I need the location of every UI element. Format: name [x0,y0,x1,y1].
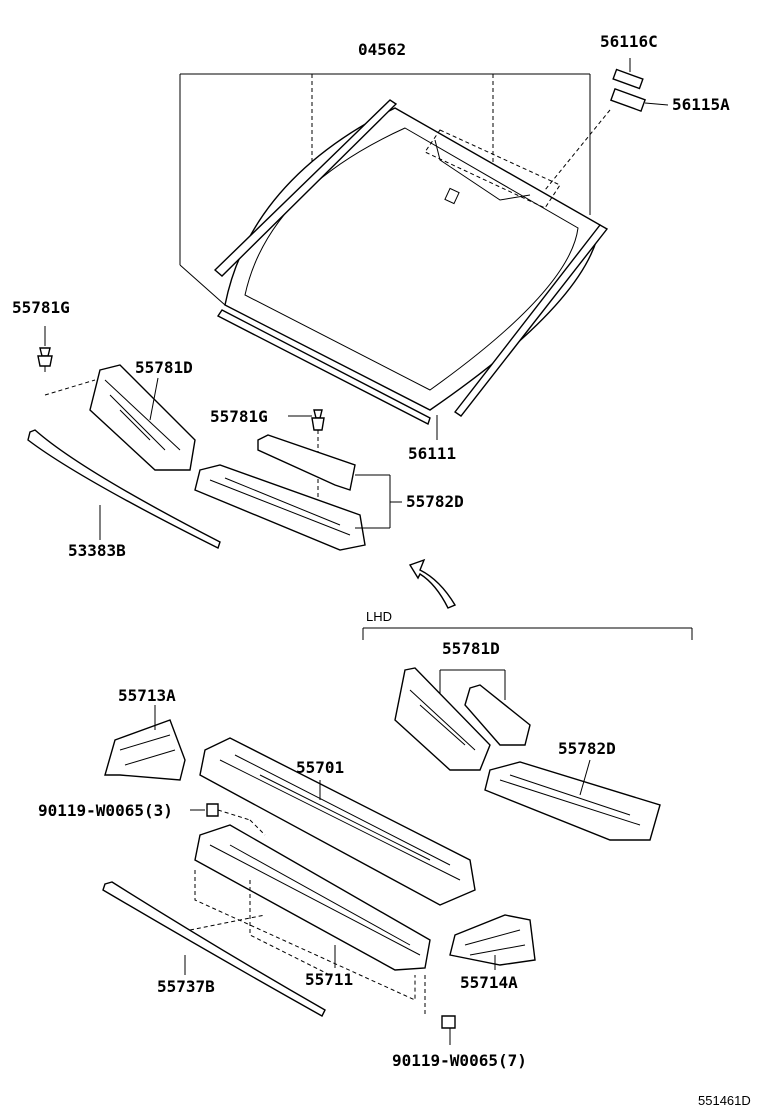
part-label-56111: 56111 [408,444,457,463]
part-label-55701: 55701 [296,758,345,777]
clip-parts [544,58,669,191]
part-label-55781D-lhd: 55781D [442,639,500,658]
windshield-callout-lines [179,73,591,306]
part-label-55782D-top: 55782D [406,492,464,511]
part-label-55714A: 55714A [460,973,518,992]
part-label-53383B: 53383B [68,541,126,560]
part-label-55782D-lhd: 55782D [558,739,616,758]
part-label-55711: 55711 [305,970,354,989]
bolt-90119-3 [190,803,266,836]
cowl-side-55781D [89,364,196,471]
bolt-90119-7 [424,975,456,1045]
bracket-55713A [104,705,186,781]
cowl-panel-55701 [199,737,476,906]
part-label-90119-W0065-3: 90119-W0065(3) [38,801,173,820]
cowl-side-55781D-lhd [394,667,531,771]
lhd-label: LHD [366,609,393,624]
cowl-louver-55782D-lhd [484,759,661,841]
seal-55737B [102,881,326,1017]
bracket-55714A [449,914,536,970]
clip-55781G-left [37,326,96,396]
part-label-55781D-top: 55781D [135,358,193,377]
part-label-55713A: 55713A [118,686,176,705]
part-label-90119-W0065-7: 90119-W0065(7) [392,1051,527,1070]
part-label-56116C: 56116C [600,32,658,51]
cowl-lower-55711 [194,824,431,1001]
windshield-glass [213,99,609,425]
cowl-louver-55782D-top [194,434,402,551]
drawing-code: 551461D [698,1093,751,1108]
part-label-56115A: 56115A [672,95,730,114]
part-label-55781G-left: 55781G [12,298,70,317]
part-label-04562: 04562 [358,40,407,59]
part-label-55781G-mid: 55781G [210,407,268,426]
lhd-bracket [362,627,693,640]
seal-53383B [27,429,221,549]
part-label-55737B: 55737B [157,977,215,996]
